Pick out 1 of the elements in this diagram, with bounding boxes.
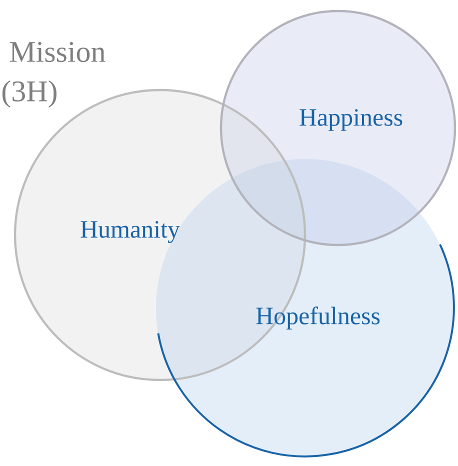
heading-text: Mission: [10, 42, 106, 62]
